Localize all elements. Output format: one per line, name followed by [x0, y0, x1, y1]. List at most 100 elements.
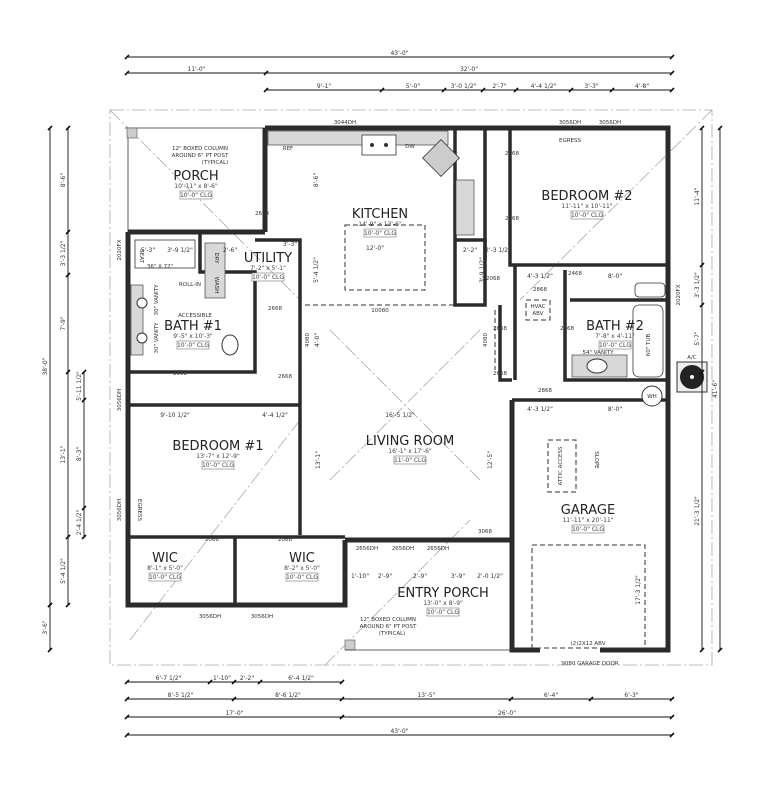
- interior-dimension: 2'-9": [378, 573, 392, 580]
- door-tag: 2668: [268, 306, 282, 312]
- dimension-label: 43'-0": [390, 50, 408, 57]
- shower-label: 36" X 72": [147, 264, 173, 270]
- window-tag: 3056DH: [251, 614, 273, 620]
- interior-dimension: 3'-9 1/2": [479, 257, 486, 283]
- dimension-tick: [124, 679, 130, 685]
- range-icon: [422, 139, 460, 177]
- window-tag: 2020FX: [117, 239, 123, 260]
- dimension-tick: [81, 397, 87, 403]
- door-tag: 2068: [505, 216, 519, 222]
- wic1-size: 8'-1" x 5'-0": [147, 565, 183, 572]
- kitchen-counter: [267, 130, 449, 146]
- door-tag: 4080: [483, 333, 489, 347]
- vanity-counter: [130, 284, 144, 356]
- dimension-tick: [480, 87, 486, 93]
- dimension-tick: [65, 125, 71, 131]
- dimension-label: 7'-9": [60, 316, 67, 330]
- toilet-icon-2: [634, 282, 666, 298]
- dimension-label: 8'-6 1/2": [275, 692, 301, 699]
- dimension-strings: 43'-0"11'-0"32'-0"9'-1"5'-0"3'-0 1/2"2'-…: [42, 50, 723, 738]
- dimension-label: 5'-11 1/2": [76, 371, 83, 401]
- porch-size: 10'-11" x 8'-6": [174, 183, 218, 190]
- dimension-label: 38'-0": [42, 357, 49, 375]
- dimension-label: 21'-3 1/2": [694, 496, 701, 526]
- interior-dimension: 13'-1": [315, 451, 322, 469]
- dimension-label: 17'-0": [225, 710, 243, 717]
- interior-dimension: 12'-5": [487, 451, 494, 469]
- bedroom1-name: BEDROOM #1: [172, 439, 263, 454]
- hvac-label: HVAC: [530, 304, 545, 310]
- door-tag: 2668: [493, 326, 507, 332]
- garage-name: GARAGE: [561, 503, 615, 518]
- dimension-tick: [568, 87, 574, 93]
- dimension-tick: [699, 369, 705, 375]
- dimension-label: 3'-3 1/2": [60, 240, 67, 266]
- interior-dimension: 2'-9": [413, 573, 427, 580]
- door-tag: 2068: [205, 537, 219, 543]
- window-tag: 2656DH: [356, 546, 378, 552]
- door-tag: 2468: [568, 271, 582, 277]
- slope-label: SLOPE: [593, 451, 599, 469]
- vanity-label: 30" VANITY: [154, 322, 160, 354]
- living-ceiling: 11'-0" CLG: [394, 457, 426, 464]
- garage-ceiling: 10'-0" CLG: [572, 526, 604, 533]
- dimension-label: 3'-3 1/2": [694, 272, 701, 298]
- window-tag: 3056DH: [199, 614, 221, 620]
- ac-label: A/C: [687, 355, 697, 361]
- door-tag: 2868: [560, 326, 574, 332]
- entry-porch-name: ENTRY PORCH: [397, 586, 488, 601]
- dimension-label: 13'-5": [417, 692, 435, 699]
- dw-label: DW: [405, 144, 415, 150]
- kitchen-ceiling: 10'-0" CLG: [364, 230, 396, 237]
- interior-dimension: 5'-4 1/2": [313, 257, 320, 283]
- window-tag: 3056DH: [117, 389, 123, 411]
- window-tag: 3056DH: [559, 120, 581, 126]
- utility-size: 7'-2" x 5'-1": [250, 265, 286, 272]
- dimension-tick: [124, 696, 130, 702]
- interior-dimension: 4'-0": [314, 333, 321, 347]
- dimension-tick: [257, 679, 263, 685]
- door-tag: 4080: [305, 333, 311, 347]
- dimension-label: 6'-7 1/2": [156, 675, 182, 682]
- dimension-tick: [231, 696, 237, 702]
- wic2-ceiling: 10'-0" CLG: [286, 574, 318, 581]
- kitchen-size: 14'-9" x 13'-6": [358, 221, 402, 228]
- dimension-label: 11'-4": [694, 187, 701, 205]
- porch-note: (TYPICAL): [202, 160, 229, 166]
- dimension-label: 6'-3": [624, 692, 638, 699]
- sink-icon: [361, 134, 397, 156]
- interior-dimension: 8'-0": [608, 406, 622, 413]
- dimension-tick: [379, 87, 385, 93]
- dimension-tick: [669, 696, 675, 702]
- porch-note: 12" BOXED COLUMN: [172, 146, 228, 152]
- dimension-label: 6'-4 1/2": [288, 675, 314, 682]
- dimension-label: 8'-6": [60, 173, 67, 187]
- entry-note: 12" BOXED COLUMN: [360, 617, 416, 623]
- dimension-label: 2'-4 1/2": [76, 509, 83, 535]
- bedroom1-size: 13'-7" x 12'-9": [196, 453, 240, 460]
- door-tag: 2068: [278, 537, 292, 543]
- interior-dimension: 5'-3": [141, 247, 155, 254]
- dimension-label: 3'-6": [42, 620, 49, 634]
- dimension-tick: [717, 125, 723, 131]
- dimension-tick: [588, 696, 594, 702]
- exterior-walls: [125, 125, 671, 653]
- dimension-tick: [699, 302, 705, 308]
- dimension-tick: [81, 534, 87, 540]
- dimension-tick: [669, 87, 675, 93]
- tub-label: 60" TUB: [646, 334, 652, 357]
- egress-label: EGRESS: [136, 499, 142, 522]
- window-tag: 2656DH: [392, 546, 414, 552]
- dimension-tick: [65, 534, 71, 540]
- living-size: 16'-1" x 17'-6": [388, 448, 432, 455]
- bath1-accessible: ACCESSIBLE: [178, 313, 212, 319]
- wic1-name: WIC: [152, 551, 178, 566]
- interior-dimension: 3'-9": [451, 573, 465, 580]
- bath2-size: 7'-8" x 4'-11": [595, 333, 635, 340]
- entry-note: AROUND 6" PT POST: [360, 624, 417, 630]
- dimension-tick: [699, 262, 705, 268]
- dimension-tick: [339, 696, 345, 702]
- interior-dimension: 4'-3 1/2": [527, 406, 553, 413]
- attic-access-label: ATTIC ACCESS: [558, 446, 564, 485]
